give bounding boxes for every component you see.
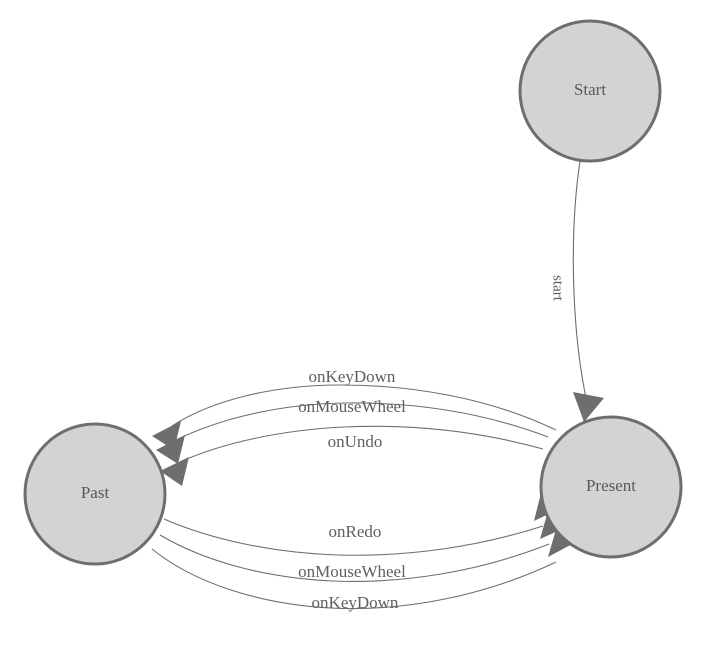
edge-present-to-past-keydown-label: onKeyDown (309, 367, 396, 386)
node-present-circle (539, 415, 683, 559)
node-start-label: Start (574, 80, 606, 99)
edge-past-to-present-keydown-label: onKeyDown (312, 593, 399, 612)
node-present[interactable]: Present (539, 415, 683, 559)
node-start-circle (518, 19, 662, 163)
edge-present-to-past-undo-path (179, 425, 544, 463)
edge-present-to-past-mousewheel-arrowhead (156, 435, 185, 464)
node-past-circle (23, 422, 167, 566)
edge-present-to-past-mousewheel[interactable]: onMouseWheel (156, 397, 549, 464)
edge-present-to-past-mousewheel-label: onMouseWheel (298, 397, 406, 416)
edge-past-to-present-keydown[interactable]: onKeyDown (151, 526, 576, 612)
edge-present-to-past-keydown[interactable]: onKeyDown (152, 367, 557, 450)
edge-past-to-present-mousewheel-label: onMouseWheel (298, 562, 406, 581)
edge-past-to-present-redo-path (163, 518, 544, 556)
node-present-label: Present (586, 476, 636, 495)
node-past[interactable]: Past (23, 422, 167, 566)
edge-present-to-past-undo[interactable]: onUndo (160, 425, 544, 486)
edge-past-to-present-keydown-arrowhead (548, 526, 576, 557)
edge-past-to-present-keydown-path (151, 548, 557, 610)
node-past-label: Past (81, 483, 110, 502)
edge-present-to-past-undo-label: onUndo (328, 432, 383, 451)
edge-start-to-present-label: start (550, 275, 566, 302)
edge-present-to-past-keydown-path (171, 384, 557, 431)
edge-start-to-present-path (572, 160, 587, 399)
edge-present-to-past-mousewheel-path (175, 402, 549, 441)
edge-past-to-present-redo-label: onRedo (329, 522, 382, 541)
edge-present-to-past-undo-arrowhead (160, 457, 189, 486)
edge-start-to-present-arrowhead (573, 392, 604, 422)
edge-past-to-present-mousewheel-path (159, 534, 550, 582)
edge-start-to-present[interactable]: start (550, 160, 604, 422)
node-start[interactable]: Start (518, 19, 662, 163)
edge-past-to-present-redo[interactable]: onRedo (163, 493, 563, 556)
